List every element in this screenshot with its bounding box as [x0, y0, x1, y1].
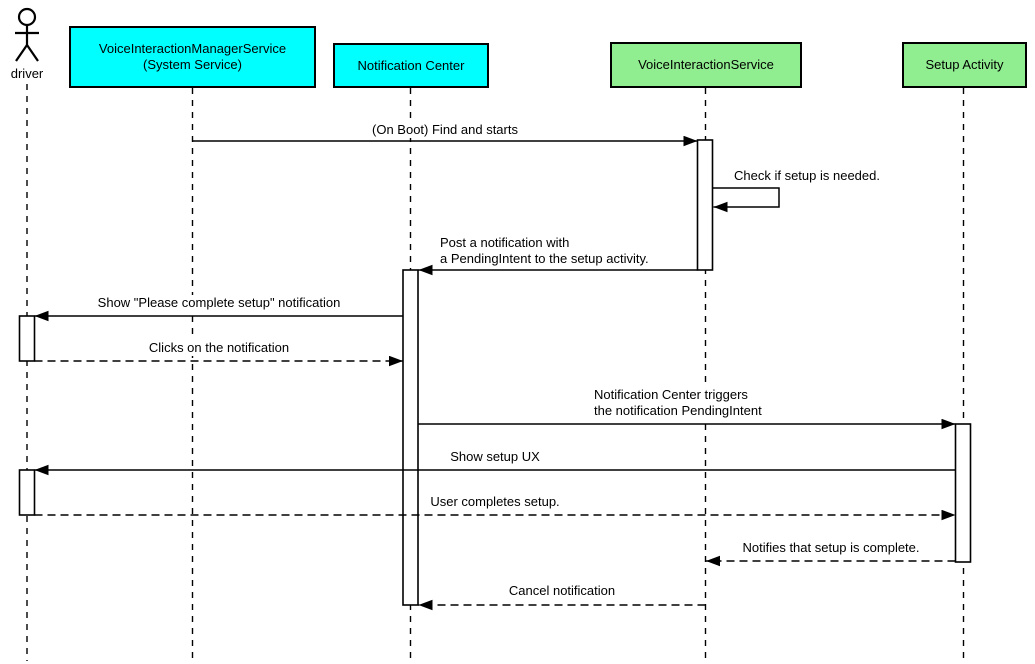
message-label-show-complete-setup-notification: Show "Please complete setup" notificatio… — [95, 295, 343, 311]
activation-bar-vis — [696, 139, 714, 271]
stick-figure-person-icon — [15, 7, 39, 62]
message-label-user-completes-setup: User completes setup. — [428, 494, 562, 510]
participant-box-notification-center: Notification Center — [333, 43, 489, 88]
activation-bar-driver-1 — [18, 315, 36, 362]
message-label-post-notification: Post a notification with a PendingIntent… — [438, 235, 651, 267]
participant-label: Notification Center — [357, 57, 465, 73]
participant-box-voiceinteractionservice: VoiceInteractionService — [610, 42, 802, 88]
message-label-on-boot-find-and-starts: (On Boot) Find and starts — [370, 122, 520, 138]
participant-label: VoiceInteractionService — [638, 57, 774, 72]
message-label-cancel-notification: Cancel notification — [506, 583, 618, 599]
message-label-clicks-on-notification: Clicks on the notification — [146, 340, 292, 356]
participant-box-voiceinteractionmanagerservice: VoiceInteractionManagerService (System S… — [69, 26, 316, 88]
participant-label: Setup Activity — [925, 57, 1004, 72]
activation-bar-nc — [402, 269, 419, 606]
participant-box-setup-activity: Setup Activity — [902, 42, 1027, 88]
participant-label: VoiceInteractionManagerService (System S… — [98, 41, 287, 72]
message-arrow-check-if-setup-needed-self-loop — [712, 187, 780, 213]
message-label-notifies-setup-complete: Notifies that setup is complete. — [740, 540, 922, 556]
message-label-check-if-setup-needed: Check if setup is needed. — [732, 168, 882, 184]
activation-bar-setup — [954, 423, 972, 563]
activation-bar-driver-2 — [18, 469, 36, 516]
message-label-nc-triggers-pendingintent: Notification Center triggers the notific… — [592, 387, 764, 419]
message-label-show-setup-ux: Show setup UX — [448, 449, 542, 465]
actor-label-driver: driver — [10, 66, 44, 81]
